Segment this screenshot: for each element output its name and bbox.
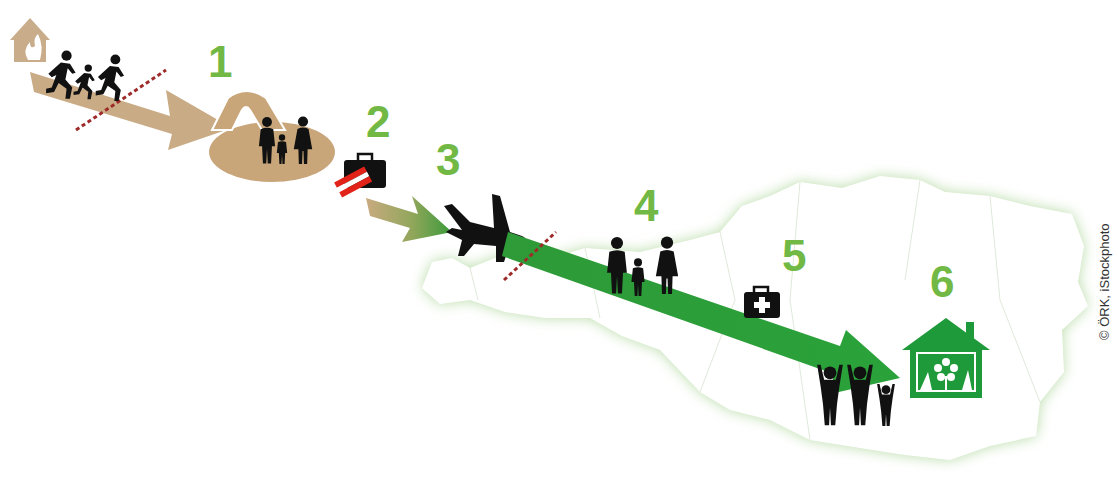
child-figure bbox=[877, 384, 895, 426]
tent bbox=[212, 91, 285, 130]
border-line bbox=[76, 70, 166, 130]
adult-figure bbox=[294, 116, 312, 164]
child-figure bbox=[277, 134, 287, 164]
adult-figure bbox=[847, 365, 873, 426]
running-adult bbox=[46, 51, 76, 99]
callout-number: 6 bbox=[930, 260, 954, 304]
border-line bbox=[504, 232, 556, 280]
callout-number: 5 bbox=[782, 234, 806, 278]
callout-number: 2 bbox=[366, 100, 390, 144]
running-child bbox=[74, 64, 95, 99]
adult-figure bbox=[817, 365, 843, 426]
fire bbox=[25, 34, 41, 60]
burning-house bbox=[10, 18, 50, 62]
callout-number: 3 bbox=[436, 138, 460, 182]
running-adult bbox=[96, 55, 124, 101]
suitcase bbox=[334, 154, 386, 197]
travel-arrow bbox=[366, 196, 452, 242]
country-map bbox=[422, 176, 1088, 460]
adult-figure bbox=[656, 237, 678, 294]
map-glow bbox=[422, 176, 1088, 460]
new-home bbox=[902, 318, 990, 398]
callout-number: 4 bbox=[634, 184, 658, 228]
callout-number: 1 bbox=[208, 40, 232, 84]
medical-kit bbox=[744, 287, 780, 318]
state-borders bbox=[470, 180, 1040, 440]
child-figure bbox=[631, 258, 644, 296]
adult-figure bbox=[259, 117, 275, 163]
copyright-note: © ÖRK, iStockphoto bbox=[1098, 223, 1111, 340]
adult-figure bbox=[607, 237, 627, 294]
